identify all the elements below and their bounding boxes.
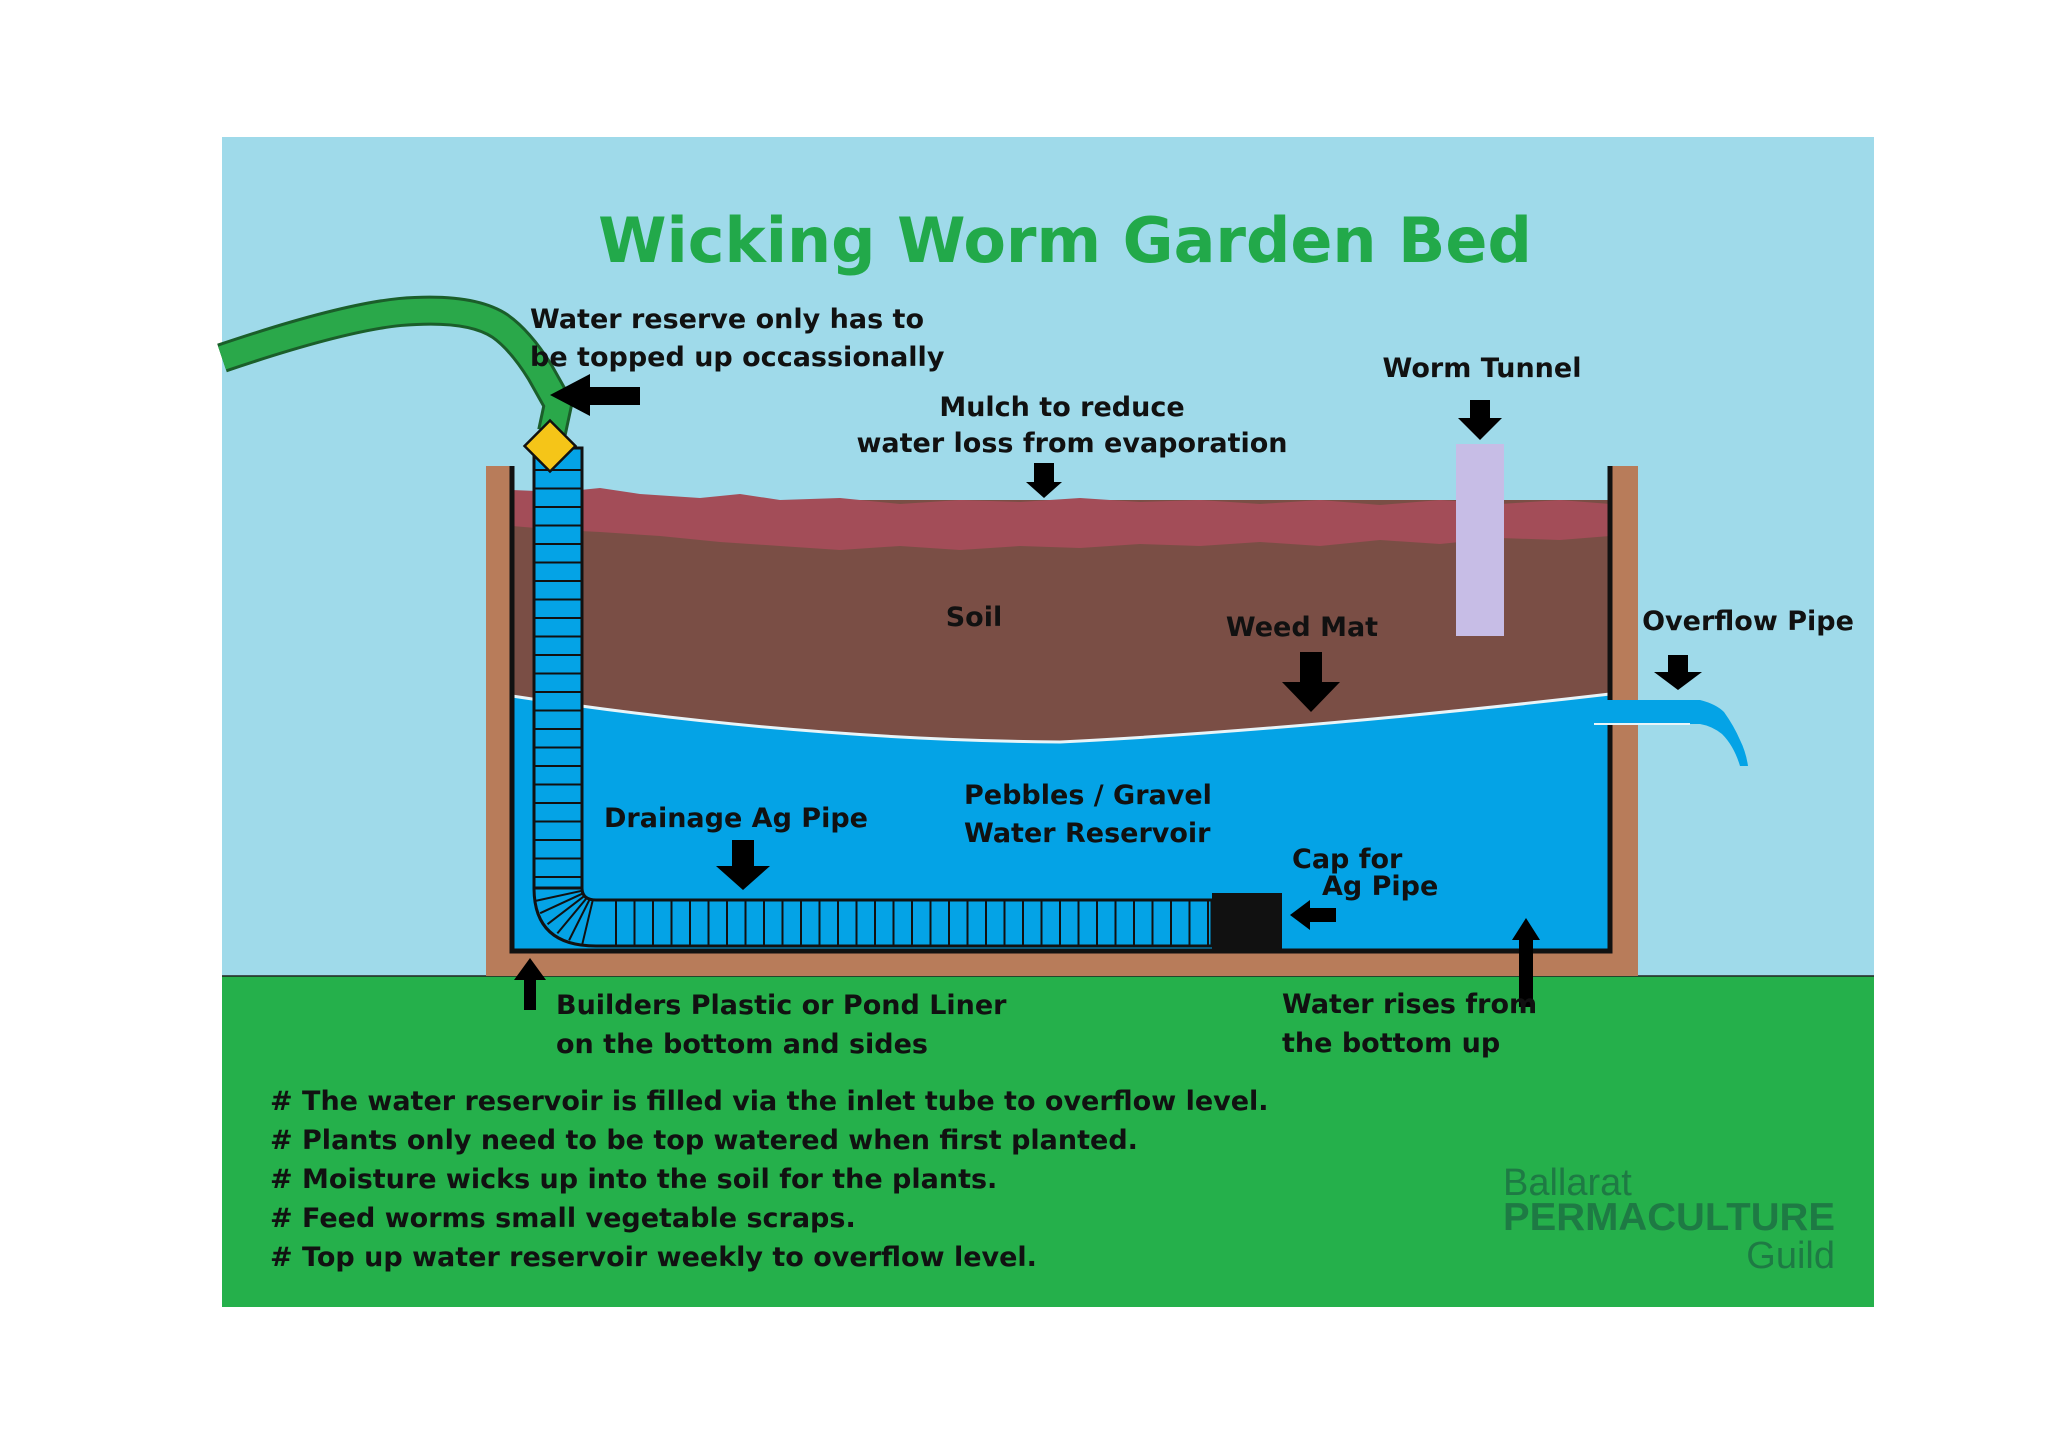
- water-rises-arrow: [1512, 918, 1540, 1007]
- mulch-label-line2: water loss from evaporation: [856, 428, 1287, 459]
- overflow-pipe: [1594, 700, 1748, 766]
- bed-frame-base: [486, 952, 1638, 976]
- mulch-layer: [512, 488, 1610, 550]
- hose-coupler: [522, 418, 578, 474]
- bend-segment: [581, 899, 594, 945]
- water-reserve-arrow: [550, 374, 640, 416]
- water-reservoir: [512, 694, 1610, 951]
- logo-line2: PERMACULTURE: [1503, 1196, 1835, 1239]
- note-item: # Top up water reservoir weekly to overf…: [270, 1242, 1037, 1273]
- liner-arrow: [514, 958, 546, 1010]
- note-item: # Feed worms small vegetable scraps.: [270, 1203, 856, 1234]
- overflow-pipe-label: Overflow Pipe: [1642, 606, 1854, 637]
- pebbles-label-line2: Water Reservoir: [964, 818, 1211, 849]
- worm-tunnel-arrow: [1458, 400, 1502, 440]
- note-item: # Plants only need to be top watered whe…: [270, 1125, 1138, 1156]
- note-item: # The water reservoir is filled via the …: [270, 1086, 1269, 1117]
- arrows: [514, 374, 1702, 1010]
- bed-frame-left-wall: [486, 466, 512, 976]
- logo-line1: Ballarat: [1503, 1162, 1632, 1204]
- cap-arrow: [1290, 900, 1336, 930]
- notes-list: # The water reservoir is filled via the …: [270, 1086, 1269, 1273]
- bend-segment: [546, 894, 586, 925]
- overflow-pipe-arrow: [1654, 655, 1702, 690]
- weed-mat-line: [511, 692, 1611, 744]
- water-reserve-label-line1: Water reserve only has to: [530, 304, 924, 335]
- soil-label: Soil: [946, 602, 1003, 633]
- drainage-ag-pipe: [532, 886, 1214, 948]
- pebbles-label-line1: Pebbles / Gravel: [964, 780, 1212, 811]
- bend-segment: [539, 892, 584, 915]
- inlet-pipe: [532, 446, 584, 890]
- grass-ground: [222, 976, 1874, 1307]
- mulch-label-line1: Mulch to reduce: [939, 392, 1184, 423]
- worm-tunnel-label: Worm Tunnel: [1383, 353, 1582, 384]
- ballarat-permaculture-guild-logo: Ballarat PERMACULTURE Guild: [1503, 1162, 1835, 1277]
- water-rises-label-line1: Water rises from: [1282, 989, 1537, 1020]
- liner-label-line1: Builders Plastic or Pond Liner: [556, 990, 1007, 1021]
- soil-layer: [512, 500, 1610, 742]
- weed-mat-arrow: [1282, 652, 1340, 712]
- diagram-title: Wicking Worm Garden Bed: [598, 204, 1532, 277]
- bend-segment: [556, 896, 589, 934]
- weed-mat-label: Weed Mat: [1226, 612, 1378, 643]
- garden-hose-fill: [218, 298, 571, 435]
- drainage-arrow: [716, 840, 770, 890]
- note-item: # Moisture wicks up into the soil for th…: [270, 1164, 997, 1195]
- water-rises-label-line2: the bottom up: [1282, 1028, 1500, 1059]
- bend-segment: [568, 898, 591, 941]
- water-reserve-label-line2: be topped up occassionally: [530, 342, 945, 373]
- liner-label-line2: on the bottom and sides: [556, 1029, 928, 1060]
- cap-label-line2: Ag Pipe: [1322, 871, 1438, 902]
- drainage-ag-pipe-label: Drainage Ag Pipe: [604, 803, 868, 834]
- logo-line3: Guild: [1746, 1235, 1835, 1277]
- worm-tunnel: [1456, 444, 1504, 636]
- cap-label-line1: Cap for: [1292, 844, 1403, 875]
- mulch-arrow: [1026, 463, 1062, 498]
- bend-segment: [535, 889, 583, 902]
- ag-pipe-cap: [1212, 893, 1282, 953]
